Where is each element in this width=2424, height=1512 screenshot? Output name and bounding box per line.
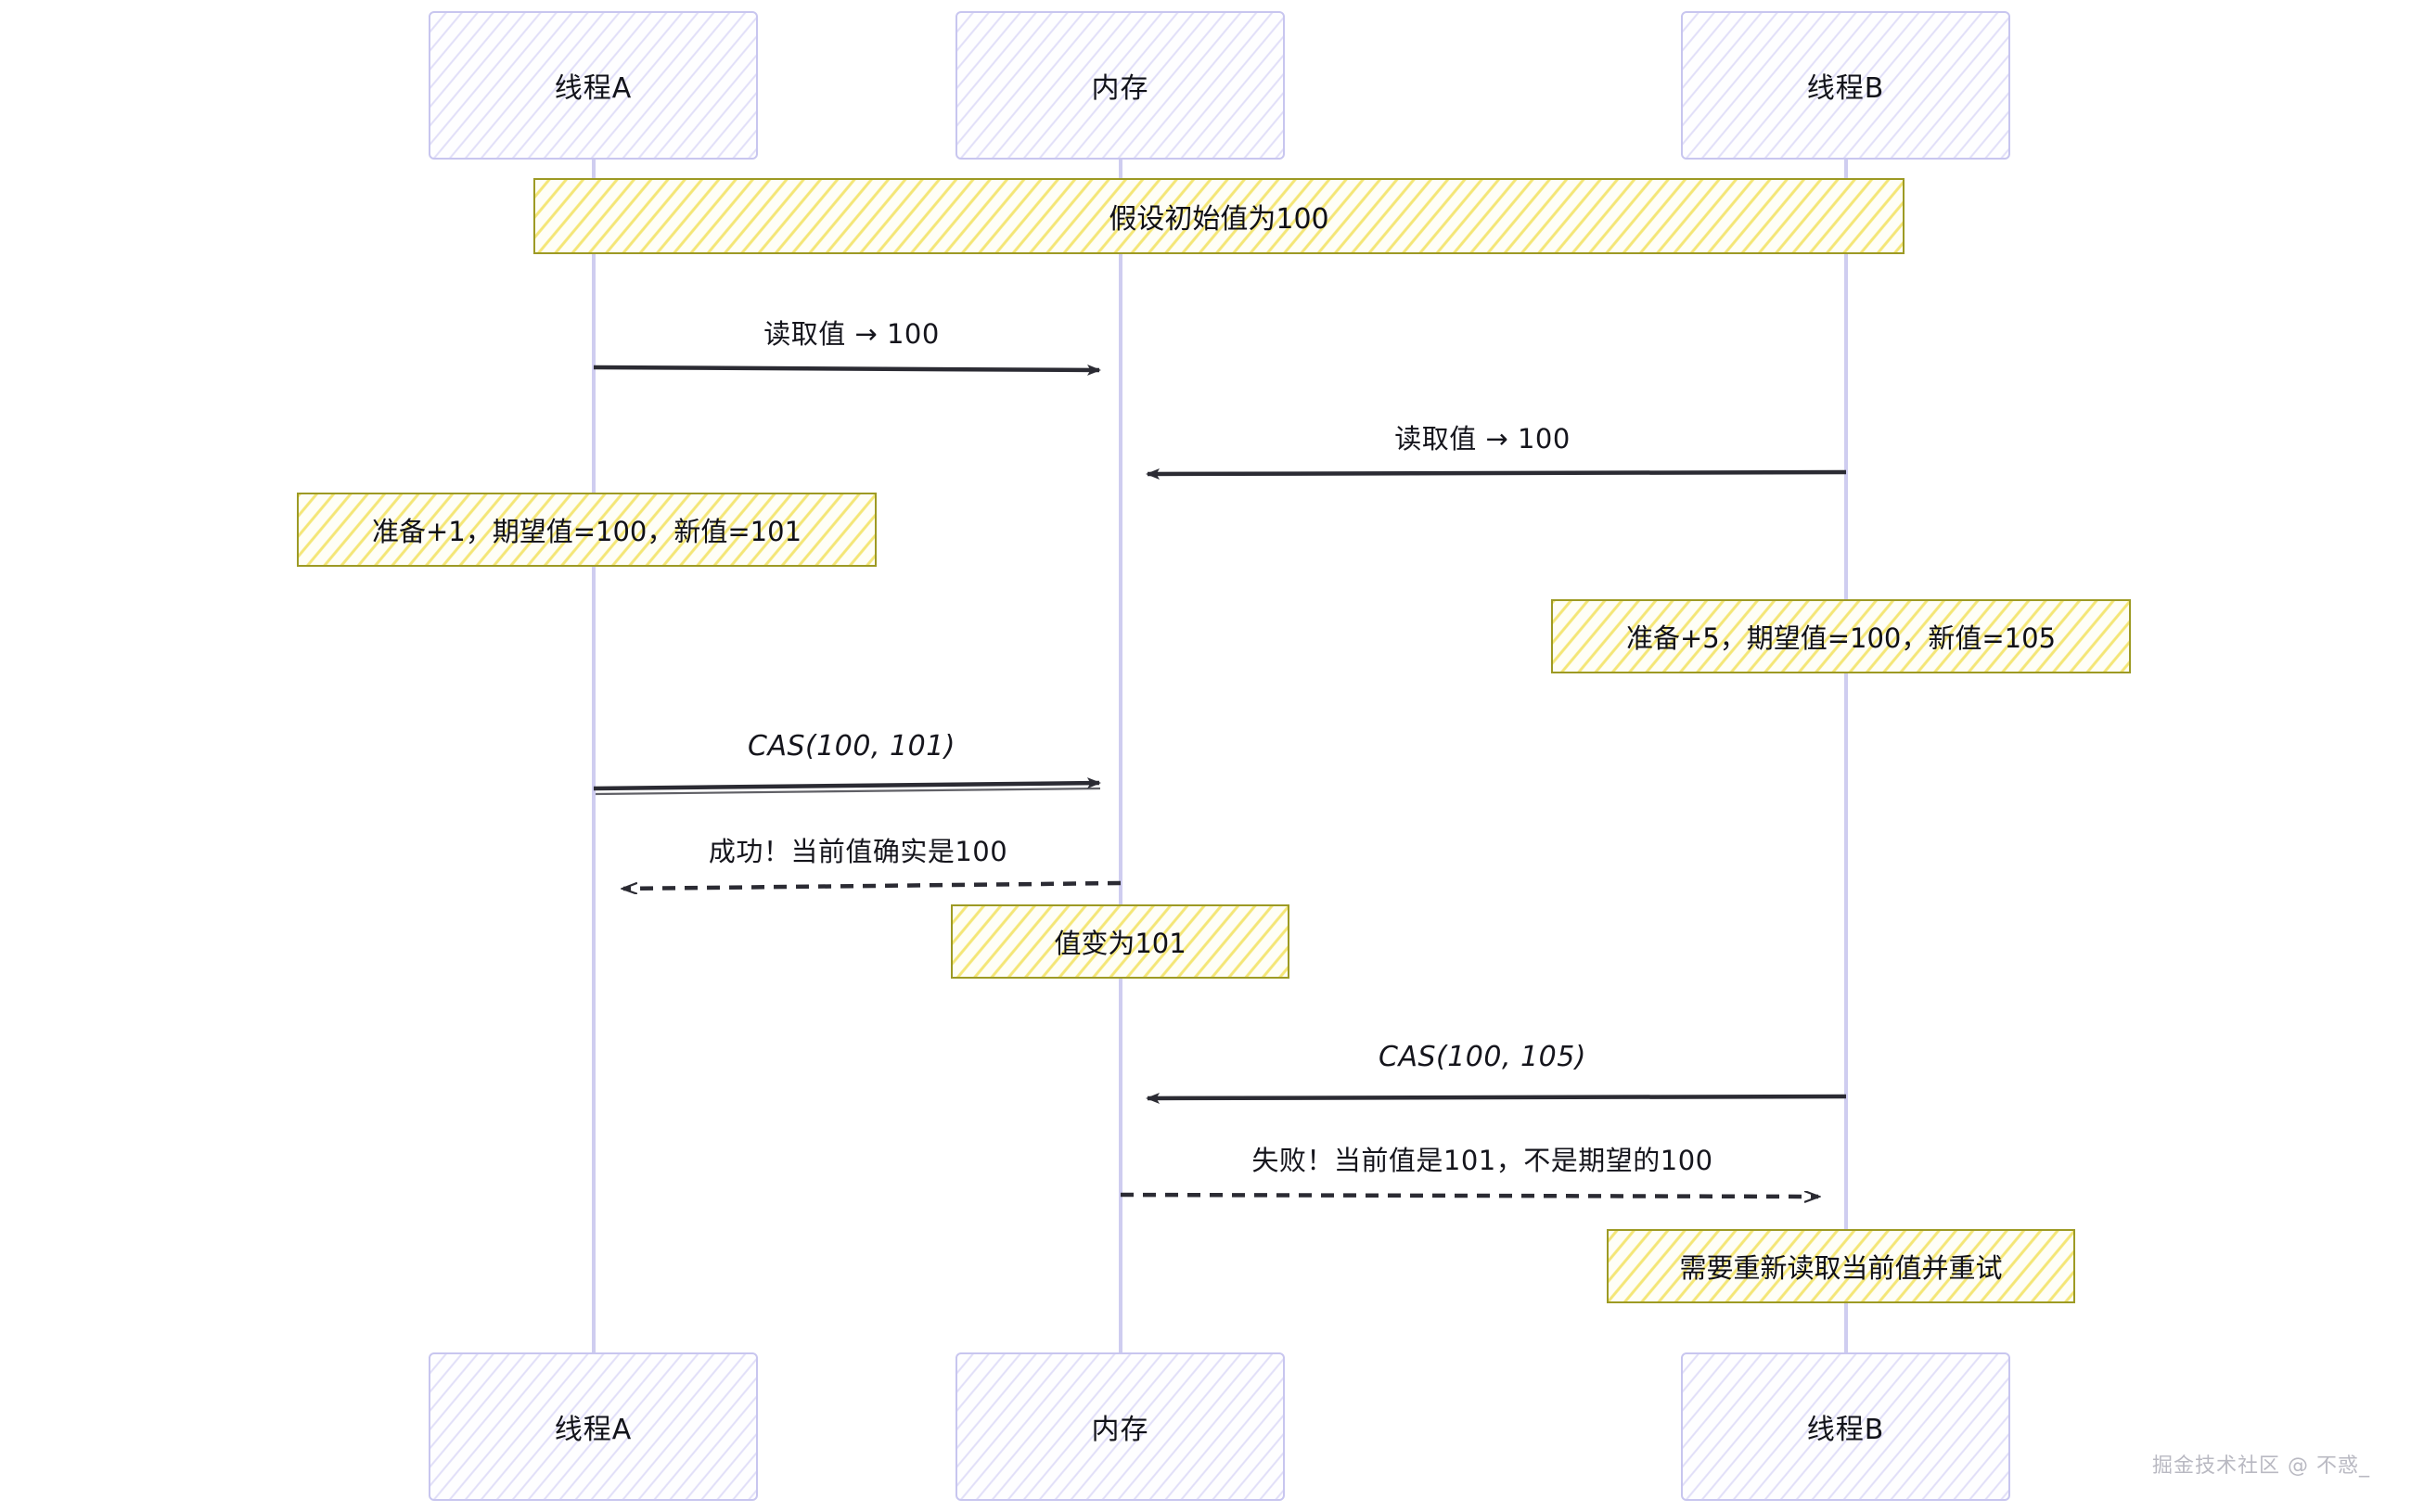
note-threadB-retry[interactable]: 需要重新读取当前值并重试	[1607, 1229, 2075, 1303]
participant-label-threadB-bottom: 线程B	[1806, 1414, 1885, 1446]
participant-label-memory-bottom: 内存	[1091, 1414, 1149, 1446]
message-label-m2: 读取值 → 100	[1394, 423, 1571, 455]
note-memory-updated[interactable]: 值变为101	[951, 904, 1289, 979]
message-arrow-m2	[1146, 468, 1847, 480]
note-initial-value[interactable]: 假设初始值为100	[533, 178, 1905, 254]
message-label-m6: 失败！当前值是101，不是期望的100	[1251, 1145, 1713, 1176]
note-threadB-retry-text: 需要重新读取当前值并重试	[1679, 1252, 2003, 1284]
message-arrow-m3	[593, 777, 1101, 796]
message-arrow-m4	[623, 880, 1122, 889]
note-memory-updated-text: 值变为101	[1054, 928, 1186, 959]
message-label-m3: CAS(100, 101)	[747, 730, 956, 762]
message-label-m4: 成功！当前值确实是100	[708, 836, 1008, 867]
participant-box-threadA-bottom[interactable]: 线程A	[429, 1352, 758, 1501]
message-label-m1: 读取值 → 100	[763, 318, 940, 350]
message-label-m5: CAS(100, 105)	[1378, 1041, 1587, 1073]
participant-box-threadB-bottom[interactable]: 线程B	[1681, 1352, 2010, 1501]
note-threadA-prepare-text: 准备+1，期望值=100，新值=101	[371, 516, 802, 547]
note-threadA-prepare[interactable]: 准备+1，期望值=100，新值=101	[297, 493, 877, 567]
participant-label-memory-top: 内存	[1091, 72, 1149, 105]
message-arrow-m5	[1146, 1092, 1847, 1104]
participant-label-threadA-top: 线程A	[554, 72, 633, 105]
participant-box-memory-top[interactable]: 内存	[955, 11, 1285, 160]
note-threadB-prepare[interactable]: 准备+5，期望值=100，新值=105	[1551, 599, 2131, 673]
watermark-text: 掘金技术社区 @ 不惑_	[2152, 1454, 2370, 1478]
note-threadB-prepare-text: 准备+5，期望值=100，新值=105	[1625, 622, 2057, 654]
message-arrow-m1	[593, 364, 1101, 376]
participant-box-threadB-top[interactable]: 线程B	[1681, 11, 2010, 160]
participant-box-threadA-top[interactable]: 线程A	[429, 11, 758, 160]
message-arrow-m6	[1120, 1195, 1818, 1197]
participant-label-threadA-bottom: 线程A	[554, 1414, 633, 1446]
participant-label-threadB-top: 线程B	[1806, 72, 1885, 105]
participant-box-memory-bottom[interactable]: 内存	[955, 1352, 1285, 1501]
note-initial-value-text: 假设初始值为100	[1109, 203, 1329, 236]
